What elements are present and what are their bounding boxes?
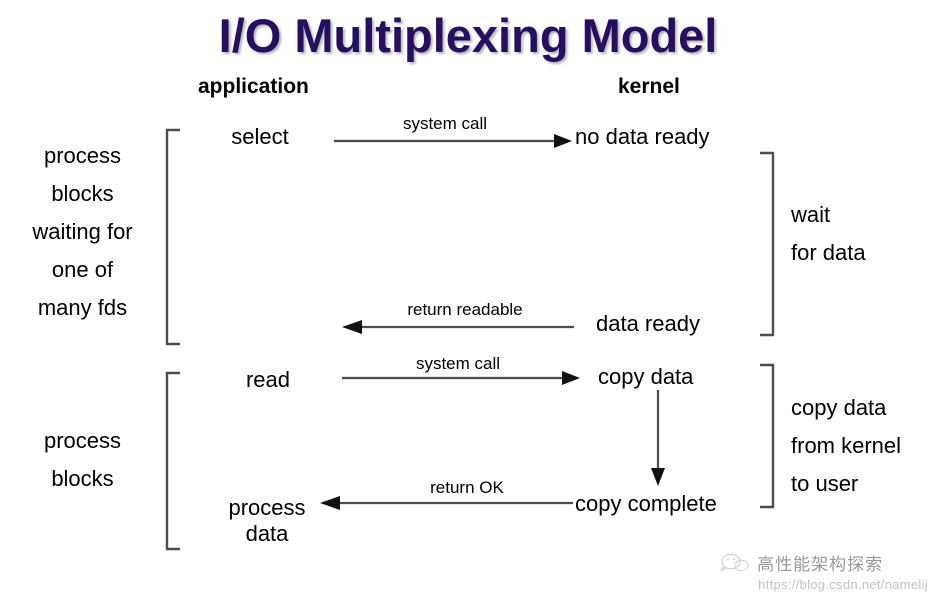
edge-label-return-ok: return OK <box>430 478 504 497</box>
bracket-right-bottom <box>758 362 780 510</box>
edge-label-system-call-bottom: system call <box>415 354 501 373</box>
caption-right-top: wait for data <box>791 196 866 272</box>
caption-left-top: process blocks waiting for one of many f… <box>5 137 160 327</box>
node-read: read <box>245 367 291 392</box>
bracket-right-top <box>758 150 780 338</box>
caption-right-bottom-line-3: to user <box>791 471 859 496</box>
caption-left-top-line-4: one of <box>51 257 114 282</box>
caption-left-top-line-3: waiting for <box>32 219 133 244</box>
caption-right-top-line-2: for data <box>791 240 866 265</box>
arrow-read-to-kernel <box>342 371 580 385</box>
caption-left-top-line-5: many fds <box>37 295 128 320</box>
node-copy-complete: copy complete <box>575 491 717 516</box>
watermark-row: 高性能架构探索 <box>720 550 928 575</box>
page-title: I/O Multiplexing Model <box>218 9 718 62</box>
node-copy-data: copy data <box>598 364 694 389</box>
caption-right-bottom-line-2: from kernel <box>791 433 902 458</box>
node-no-data-ready: no data ready <box>575 124 710 149</box>
bracket-left-top <box>160 128 182 346</box>
edge-label-system-call-top: system call <box>402 114 488 133</box>
arrow-kernel-to-process <box>320 496 573 510</box>
wechat-icon <box>720 552 750 574</box>
arrow-copy-data-to-copy-complete <box>651 390 665 486</box>
arrow-kernel-to-select <box>342 320 574 334</box>
caption-left-bottom-line-1: process <box>43 428 122 453</box>
node-data-ready: data ready <box>596 311 700 336</box>
caption-left-bottom-line-2: blocks <box>51 466 114 491</box>
bracket-left-bottom <box>160 371 182 551</box>
watermark-name: 高性能架构探索 <box>757 555 884 574</box>
edge-label-return-readable: return readable <box>407 300 523 319</box>
caption-right-bottom: copy data from kernel to user <box>791 389 901 503</box>
node-process-data: process data <box>192 495 342 547</box>
node-process-data-line-1: process <box>228 495 306 520</box>
caption-right-top-line-1: wait <box>791 202 831 227</box>
arrow-select-to-kernel <box>334 134 572 148</box>
caption-left-bottom: process blocks <box>5 422 160 498</box>
caption-left-top-line-2: blocks <box>51 181 114 206</box>
node-process-data-line-2: data <box>245 521 289 546</box>
watermark: 高性能架构探索 https://blog.csdn.net/namelij <box>720 550 928 592</box>
column-header-application: application <box>198 75 309 98</box>
node-select: select <box>231 124 289 149</box>
column-header-kernel: kernel <box>618 75 680 98</box>
caption-right-bottom-line-1: copy data <box>791 395 887 420</box>
watermark-url: https://blog.csdn.net/namelij <box>758 577 928 592</box>
caption-left-top-line-1: process <box>43 143 122 168</box>
